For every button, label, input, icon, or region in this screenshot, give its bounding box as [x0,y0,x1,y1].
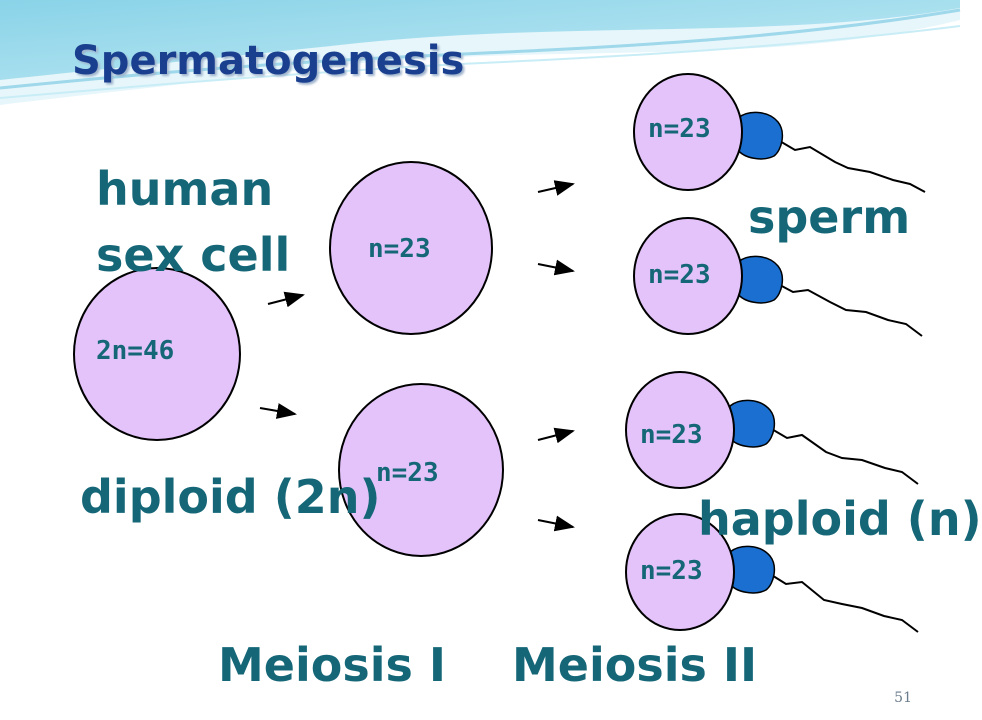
sperm-head-1 [737,111,784,160]
arrows [259,180,575,532]
sperm-cell-2 [633,217,743,335]
cells [73,73,743,631]
arrow-bottom-to-sperm4 [537,515,575,532]
diagram-canvas [0,0,961,633]
sperm-head-4 [729,545,776,594]
sperm-4-label: n=23 [640,556,703,586]
haploid-label-clip: haploid (n) [698,492,982,556]
label-haploid: haploid (n) [698,492,982,546]
slide-title: Spermatogenesis [72,38,465,84]
meiosis1-cell-top [329,161,493,335]
sperm-cell-4 [625,513,735,631]
header-wave-decoration [0,0,961,105]
parent-cell-label: 2n=46 [96,336,175,366]
arrow-top-to-sperm2 [537,259,575,276]
sperm-3-label: n=23 [640,420,703,450]
label-human: human [96,162,274,216]
sperm-cell-1 [633,73,743,191]
sperm-tail-2 [777,283,923,337]
sperm-1-label: n=23 [648,114,711,144]
page-number: 51 [894,690,912,706]
sperm-2-label: n=23 [648,260,711,290]
sperm-heads [729,111,784,594]
arrow-parent-to-bottom [259,403,297,419]
meiosis1-top-label: n=23 [368,234,431,264]
sperm-tail-4 [769,573,919,633]
sperm-tails [769,139,926,633]
arrow-parent-to-top [267,291,305,308]
label-meiosis-1: Meiosis I [218,638,447,692]
meiosis1-bottom-label: n=23 [376,458,439,488]
sperm-tail-3 [769,427,919,485]
meiosis1-cell-bottom [338,383,504,557]
sperm-cell-3 [625,371,735,489]
label-diploid: diploid (2n) [80,470,381,524]
label-sex-cell: sex cell [96,228,291,282]
sperm-head-2 [737,255,784,304]
arrow-bottom-to-sperm3 [537,427,575,444]
diploid-label-clip: diploid (2n) [80,470,381,534]
arrow-top-to-sperm1 [537,180,575,196]
sperm-head-3 [729,399,776,448]
sperm-tail-1 [777,139,926,193]
label-meiosis-2: Meiosis II [512,638,758,692]
label-sperm: sperm [748,190,911,244]
parent-cell [73,267,241,441]
